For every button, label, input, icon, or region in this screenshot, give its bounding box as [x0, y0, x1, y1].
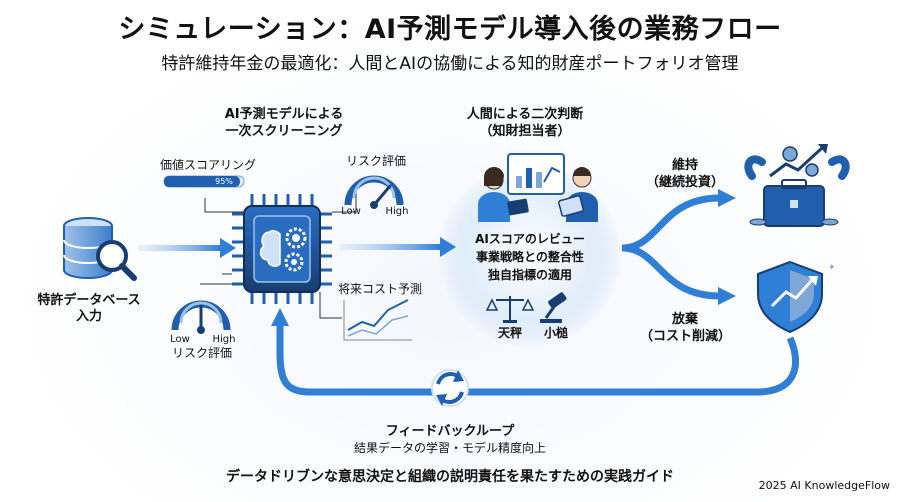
- analysts-icon: [478, 153, 598, 222]
- scale-icon: [485, 296, 535, 323]
- page-title: シミュレーション：AI予測モデル導入後の業務フロー: [118, 14, 782, 45]
- arrow-ai-to-human: [340, 237, 456, 257]
- connector-lines: [200, 190, 357, 319]
- magnifier-icon: [96, 240, 137, 281]
- gear-icon: [284, 227, 307, 272]
- value-scoring-label: 価値スコアリング: [160, 158, 257, 172]
- maintain-label-line2: （継続投資）: [645, 175, 724, 190]
- human-stage-title-line1: 人間による二次判断: [466, 107, 584, 122]
- shield-icon: ✦: [757, 260, 836, 334]
- risk-gauge-bottom-icon: [171, 300, 231, 334]
- ai-stage-title-line2: 一次スクリーニング: [225, 124, 343, 139]
- human-item-2: 事業戦略との整合性: [476, 250, 584, 264]
- arrow-to-abandon: [621, 244, 736, 305]
- arrow-to-maintain: [621, 189, 736, 252]
- value-scoring-percent: 95%: [215, 177, 233, 186]
- gavel-icon: [540, 292, 567, 323]
- feedback-loop-arrow: [271, 308, 799, 396]
- human-item-1: AIスコアのレビュー: [475, 232, 585, 246]
- abandon-label-line2: （コスト削減）: [640, 329, 732, 344]
- risk-assessment-top-label: リスク評価: [345, 154, 406, 168]
- input-label-line2: 入力: [75, 309, 102, 324]
- gauge-top-low-label: Low: [341, 206, 361, 217]
- gavel-label: 小槌: [543, 326, 568, 340]
- footer-credit: 2025 AI KnowledgeFlow: [758, 479, 890, 492]
- ai-stage-title-line1: AI予測モデルによる: [224, 107, 344, 122]
- svg-text:✦: ✦: [828, 263, 836, 273]
- arrow-input-to-ai: [138, 238, 236, 258]
- cost-forecast-label: 将来コスト予測: [337, 282, 422, 296]
- gauge-top-high-label: High: [385, 206, 409, 217]
- scale-label: 天秤: [497, 326, 522, 340]
- footer-tagline: データドリブンな意思決定と組織の説明責任を果たすための実践ガイド: [226, 469, 674, 485]
- feedback-title: フィードバックループ: [385, 424, 515, 439]
- human-item-3: 独自指標の適用: [487, 268, 572, 282]
- input-label-line1: 特許データベース: [37, 293, 141, 308]
- feedback-subtitle: 結果データの学習・モデル精度向上: [353, 441, 546, 455]
- human-stage-title-line2: （知財担当者）: [479, 124, 571, 139]
- gauge-bottom-high-label: High: [212, 334, 236, 345]
- risk-gauge-top-icon: [344, 175, 404, 209]
- gauge-bottom-low-label: Low: [170, 334, 190, 345]
- value-score-progress: [163, 175, 245, 188]
- maintain-label-line1: 維持: [671, 158, 698, 173]
- ai-chip-icon: [232, 194, 332, 304]
- refresh-icon: [431, 369, 469, 407]
- cost-forecast-chart-icon: [343, 299, 412, 341]
- abandon-label-line1: 放棄: [671, 312, 698, 327]
- page-subtitle: 特許維持年金の最適化：人間とAIの協働による知的財産ポートフォリオ管理: [161, 54, 739, 74]
- brain-icon: [259, 229, 281, 267]
- risk-assessment-bottom-label: リスク評価: [171, 346, 232, 360]
- investment-briefcase-icon: [744, 144, 850, 227]
